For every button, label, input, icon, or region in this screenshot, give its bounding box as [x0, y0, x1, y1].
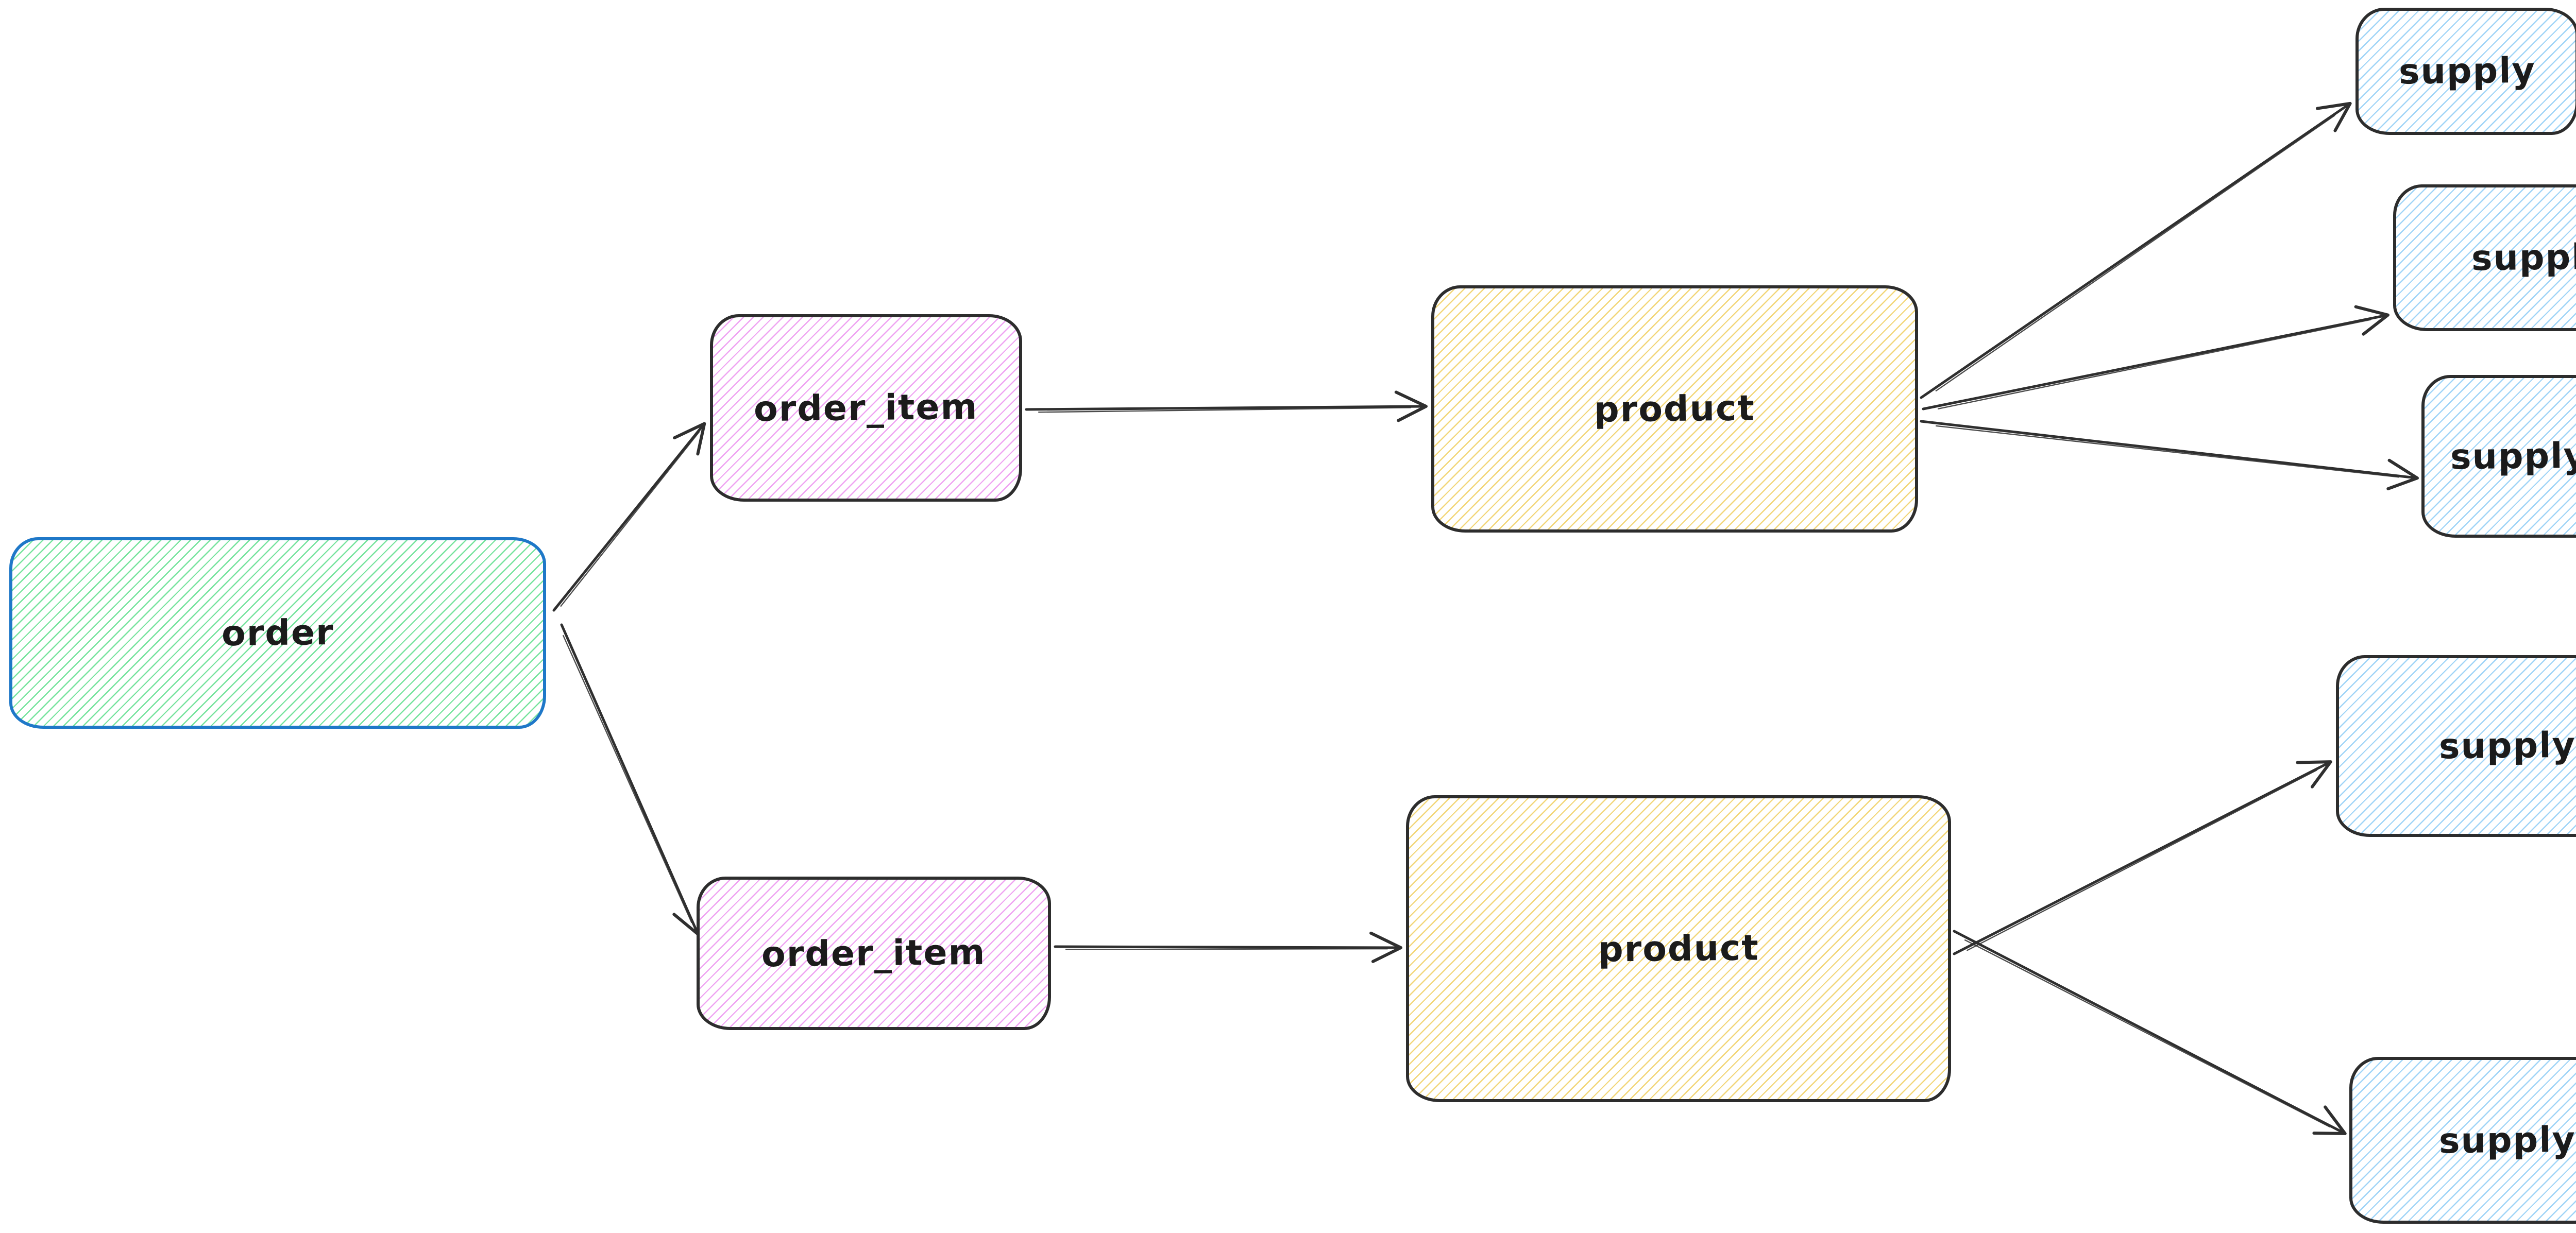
node-product-1[interactable]: product — [1431, 285, 1918, 533]
edge-main-line — [1920, 101, 2352, 399]
node-supply-5[interactable]: supply — [2349, 1057, 2576, 1224]
node-product-2[interactable]: product — [1406, 795, 1951, 1102]
node-supply-1[interactable]: supply — [2355, 8, 2576, 135]
node-label-product-1: product — [1594, 387, 1756, 431]
edge-product-2-to-supply-4[interactable] — [1953, 760, 2332, 955]
edge-echo-line — [560, 431, 700, 607]
edge-echo-line — [1964, 939, 2331, 1128]
edge-main-line — [1953, 760, 2332, 955]
edge-main-line — [1054, 931, 1402, 963]
node-label-order: order — [221, 612, 334, 654]
node-order-item-1[interactable]: order_item — [710, 314, 1022, 502]
edge-echo-line — [562, 635, 692, 923]
edge-main-line — [1953, 930, 2347, 1135]
edge-order-item-1-to-product-1[interactable] — [1025, 390, 1428, 422]
edge-echo-line — [1038, 407, 1411, 413]
edge-echo-line — [1936, 425, 2399, 478]
node-label-order-item-2: order_item — [761, 932, 987, 975]
edge-product-1-to-supply-2[interactable] — [1922, 305, 2389, 410]
edge-main-line — [552, 422, 706, 612]
node-label-order-item-1: order_item — [753, 386, 979, 430]
node-label-supply-3: supply — [2450, 435, 2576, 477]
edge-product-2-to-supply-5[interactable] — [1953, 930, 2347, 1135]
node-supply-4[interactable]: supply — [2336, 655, 2576, 837]
edge-order-to-order-item-2[interactable] — [560, 623, 701, 936]
edge-order-item-2-to-product-2[interactable] — [1054, 931, 1402, 963]
edge-main-line — [1025, 390, 1428, 422]
node-order[interactable]: order — [9, 537, 546, 729]
node-order-item-2[interactable]: order_item — [697, 877, 1051, 1030]
edge-echo-line — [1937, 319, 2371, 410]
edge-main-line — [560, 623, 701, 936]
edge-echo-line — [1966, 769, 2318, 951]
node-label-supply-2: supply — [2471, 236, 2576, 279]
node-supply-3[interactable]: supply — [2421, 375, 2576, 538]
edge-product-1-to-supply-3[interactable] — [1920, 420, 2419, 490]
edge-main-line — [1922, 305, 2389, 410]
node-supply-2[interactable]: supply — [2393, 184, 2576, 331]
edge-echo-line — [1935, 114, 2335, 392]
node-label-supply-4: supply — [2438, 725, 2576, 767]
edge-product-1-to-supply-1[interactable] — [1920, 101, 2352, 399]
node-label-product-2: product — [1598, 927, 1759, 970]
node-label-supply-5: supply — [2438, 1119, 2576, 1161]
node-label-supply-1: supply — [2398, 50, 2536, 93]
edge-main-line — [1920, 420, 2419, 490]
edge-order-to-order-item-1[interactable] — [552, 422, 706, 612]
